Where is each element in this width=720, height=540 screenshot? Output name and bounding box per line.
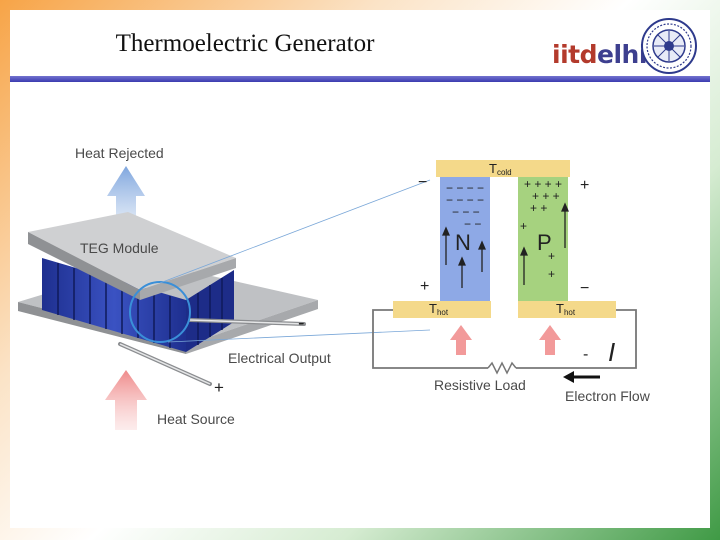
svg-text:+ + + +: + + + + <box>524 177 562 191</box>
n-type-leg <box>440 177 490 301</box>
load-circuit-wire <box>372 309 488 369</box>
heat-rejected-label: Heat Rejected <box>75 145 164 161</box>
resistive-load-label: Resistive Load <box>434 377 526 393</box>
t-hot-right-label: Thot <box>556 301 576 317</box>
n-bottom-sign: + <box>420 278 429 295</box>
electrical-output-label: Electrical Output <box>228 350 331 366</box>
n-top-sign: − <box>418 174 427 191</box>
current-minus: - <box>583 346 588 363</box>
hot-input-arrow-left <box>450 325 472 355</box>
iitd-seal-icon <box>641 18 697 74</box>
heat-source-label: Heat Source <box>157 411 235 427</box>
logo-text-left: iitd <box>552 40 598 69</box>
n-electrons: − − − −− − − − − − −− − <box>446 181 484 231</box>
zoom-circle <box>129 281 191 343</box>
slide-title: Thermoelectric Generator <box>115 30 375 57</box>
p-label: P <box>537 230 552 255</box>
logo-text-right: elhi <box>597 40 647 69</box>
teg-leg-array <box>42 258 186 352</box>
svg-text:− − −: − − − <box>452 205 480 219</box>
cold-electrode <box>436 160 570 177</box>
svg-text:+: + <box>548 249 555 263</box>
hot-electrode-left <box>393 301 491 318</box>
n-label: N <box>455 230 471 255</box>
svg-text:+ +: + + <box>530 201 547 215</box>
svg-text:+ + +: + + + <box>532 189 560 203</box>
top-plate <box>28 212 236 290</box>
t-hot-left-label: Thot <box>429 301 449 317</box>
svg-text:+: + <box>548 267 555 281</box>
output-plus: + <box>214 378 224 397</box>
teg-module-label: TEG Module <box>80 240 159 256</box>
load-resistor <box>487 361 517 375</box>
hot-input-arrow-right <box>539 325 561 355</box>
svg-text:− − − −: − − − − <box>446 193 484 207</box>
p-top-sign: + <box>580 177 589 194</box>
title-underline <box>10 76 710 82</box>
p-type-leg <box>518 177 568 301</box>
svg-text:− − − −: − − − − <box>446 181 484 195</box>
svg-text:+: + <box>520 219 527 233</box>
t-cold-label: Tcold <box>489 161 512 177</box>
heat-source-arrow <box>105 370 147 430</box>
p-bottom-sign: − <box>580 280 589 297</box>
iitd-logo-wordmark: iitdelhi <box>552 40 647 69</box>
current-symbol: I <box>608 337 615 367</box>
output-minus: - <box>298 312 305 334</box>
electron-flow-label: Electron Flow <box>565 388 651 404</box>
svg-text:− −: − − <box>464 217 481 231</box>
p-holes: + + + ++ + + + ++ ++ <box>520 177 562 281</box>
hot-electrode-right <box>518 301 616 318</box>
electron-flow-arrow <box>563 371 600 383</box>
